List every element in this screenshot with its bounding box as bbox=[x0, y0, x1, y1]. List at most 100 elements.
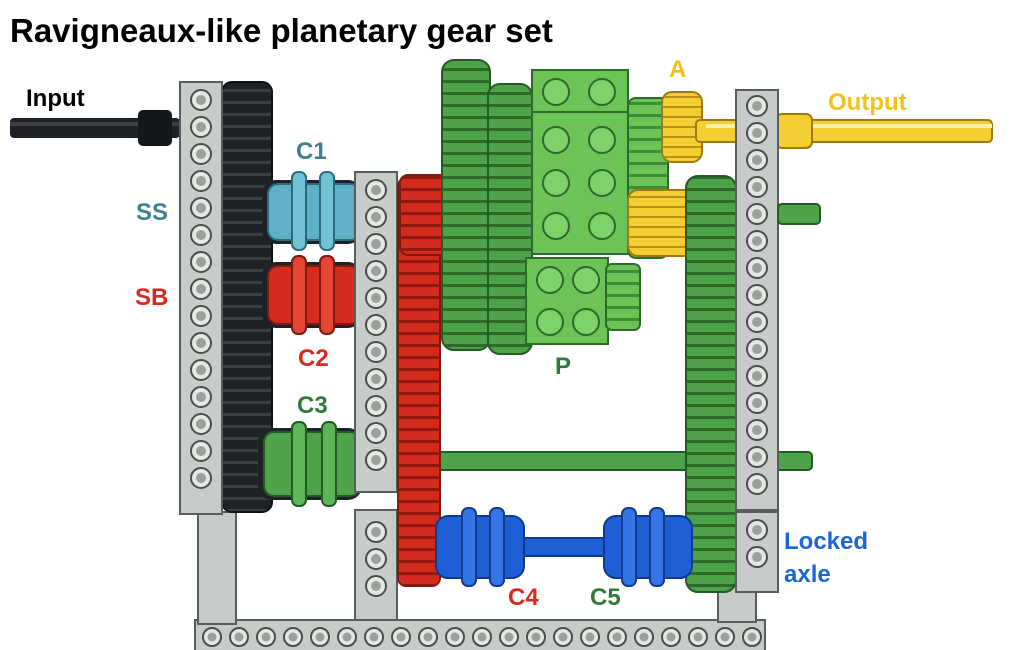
label-c3: C3 bbox=[297, 392, 328, 419]
beam-hole-center bbox=[558, 632, 568, 642]
carrier-stud bbox=[588, 169, 616, 197]
left-beam bbox=[179, 81, 223, 515]
beam-hole-center bbox=[288, 632, 298, 642]
beam-hole-center bbox=[666, 632, 676, 642]
beam-hole-center bbox=[752, 371, 762, 381]
beam-hole-center bbox=[752, 398, 762, 408]
beam-hole-center bbox=[261, 632, 271, 642]
carrier-stud bbox=[542, 169, 570, 197]
beam-hole-center bbox=[752, 182, 762, 192]
beam-hole-center bbox=[196, 473, 206, 483]
clutch-c2-red bbox=[262, 255, 362, 335]
beam-hole-center bbox=[234, 632, 244, 642]
beam-hole-center bbox=[207, 632, 217, 642]
beam-hole-center bbox=[369, 632, 379, 642]
beam-hole-center bbox=[752, 155, 762, 165]
beam-hole-center bbox=[371, 527, 381, 537]
carrier-stud bbox=[542, 126, 570, 154]
label-c4: C4 bbox=[508, 584, 539, 611]
beam-hole-center bbox=[196, 122, 206, 132]
beam-hole-center bbox=[196, 446, 206, 456]
carrier-stud bbox=[588, 78, 616, 106]
beam-hole-center bbox=[752, 425, 762, 435]
beam-hole-center bbox=[196, 365, 206, 375]
beam-hole-center bbox=[196, 392, 206, 402]
beam-hole-center bbox=[371, 554, 381, 564]
beam-hole-center bbox=[752, 344, 762, 354]
right-lower-beam-2 bbox=[735, 511, 779, 593]
label-ss: SS bbox=[136, 199, 169, 226]
beam-hole-center bbox=[639, 632, 649, 642]
label-p: P bbox=[555, 353, 572, 380]
beam-hole-center bbox=[371, 239, 381, 249]
beam-hole-center bbox=[752, 452, 762, 462]
label-a: A bbox=[669, 56, 687, 83]
beam-hole-center bbox=[720, 632, 730, 642]
beam-hole-center bbox=[371, 428, 381, 438]
carrier-stud bbox=[588, 212, 616, 240]
label-c1: C1 bbox=[296, 138, 327, 165]
carrier-stud bbox=[572, 308, 600, 336]
beam-hole-center bbox=[342, 632, 352, 642]
beam-hole-center bbox=[371, 455, 381, 465]
beam-hole-center bbox=[504, 632, 514, 642]
beam-hole-center bbox=[752, 479, 762, 489]
beam-hole-center bbox=[196, 230, 206, 240]
beam-hole-center bbox=[371, 266, 381, 276]
beam-hole-center bbox=[612, 632, 622, 642]
beam-hole-center bbox=[752, 290, 762, 300]
label-input: Input bbox=[26, 85, 85, 112]
clutch-c3-green bbox=[258, 421, 362, 507]
beam-hole-center bbox=[585, 632, 595, 642]
beam-hole-center bbox=[752, 209, 762, 219]
beam-hole-center bbox=[423, 632, 433, 642]
label-c5: C5 bbox=[590, 584, 621, 611]
beam-hole-center bbox=[371, 212, 381, 222]
beam-hole-center bbox=[693, 632, 703, 642]
label-locked-axle-line2: axle bbox=[784, 561, 831, 588]
beam-hole-center bbox=[196, 257, 206, 267]
beam-hole-center bbox=[752, 236, 762, 246]
beam-hole-center bbox=[196, 95, 206, 105]
beam-hole-center bbox=[747, 632, 757, 642]
diagram-title: Ravigneaux-like planetary gear set bbox=[10, 12, 553, 49]
beam-hole-center bbox=[752, 128, 762, 138]
beam-hole-center bbox=[371, 293, 381, 303]
carrier-stud bbox=[588, 126, 616, 154]
label-sb: SB bbox=[135, 284, 169, 311]
beam-hole-center bbox=[396, 632, 406, 642]
carrier-stud bbox=[536, 266, 564, 294]
left-lower-beam bbox=[197, 511, 237, 625]
label-output: Output bbox=[828, 89, 907, 116]
beam-hole-center bbox=[371, 401, 381, 411]
right-beam bbox=[735, 89, 779, 511]
beam-hole-center bbox=[371, 581, 381, 591]
beam-hole-center bbox=[196, 176, 206, 186]
beam-hole-center bbox=[315, 632, 325, 642]
beam-hole-center bbox=[752, 263, 762, 273]
beam-hole-center bbox=[450, 632, 460, 642]
label-c2: C2 bbox=[298, 345, 329, 372]
beam-hole-center bbox=[371, 347, 381, 357]
carrier-stud bbox=[542, 212, 570, 240]
carrier-stud bbox=[572, 266, 600, 294]
carrier-stud bbox=[542, 78, 570, 106]
beam-hole-center bbox=[752, 525, 762, 535]
beam-hole-center bbox=[196, 284, 206, 294]
middle-lower-beam bbox=[354, 509, 398, 621]
beam-hole-center bbox=[531, 632, 541, 642]
base-beam bbox=[194, 619, 766, 650]
label-locked-axle-line1: Locked bbox=[784, 528, 869, 555]
beam-hole-center bbox=[196, 203, 206, 213]
right-green-gear-stack bbox=[685, 175, 737, 593]
clutch-c1-teal bbox=[262, 171, 362, 251]
beam-hole-center bbox=[196, 311, 206, 321]
beam-hole-center bbox=[196, 419, 206, 429]
green-gear-stack bbox=[441, 59, 533, 355]
beam-hole-center bbox=[371, 374, 381, 384]
beam-hole-center bbox=[371, 320, 381, 330]
input-axle bbox=[10, 110, 180, 146]
green-axle-stub bbox=[777, 203, 821, 225]
beam-hole-center bbox=[196, 338, 206, 348]
output-gears-yellow bbox=[627, 91, 703, 257]
